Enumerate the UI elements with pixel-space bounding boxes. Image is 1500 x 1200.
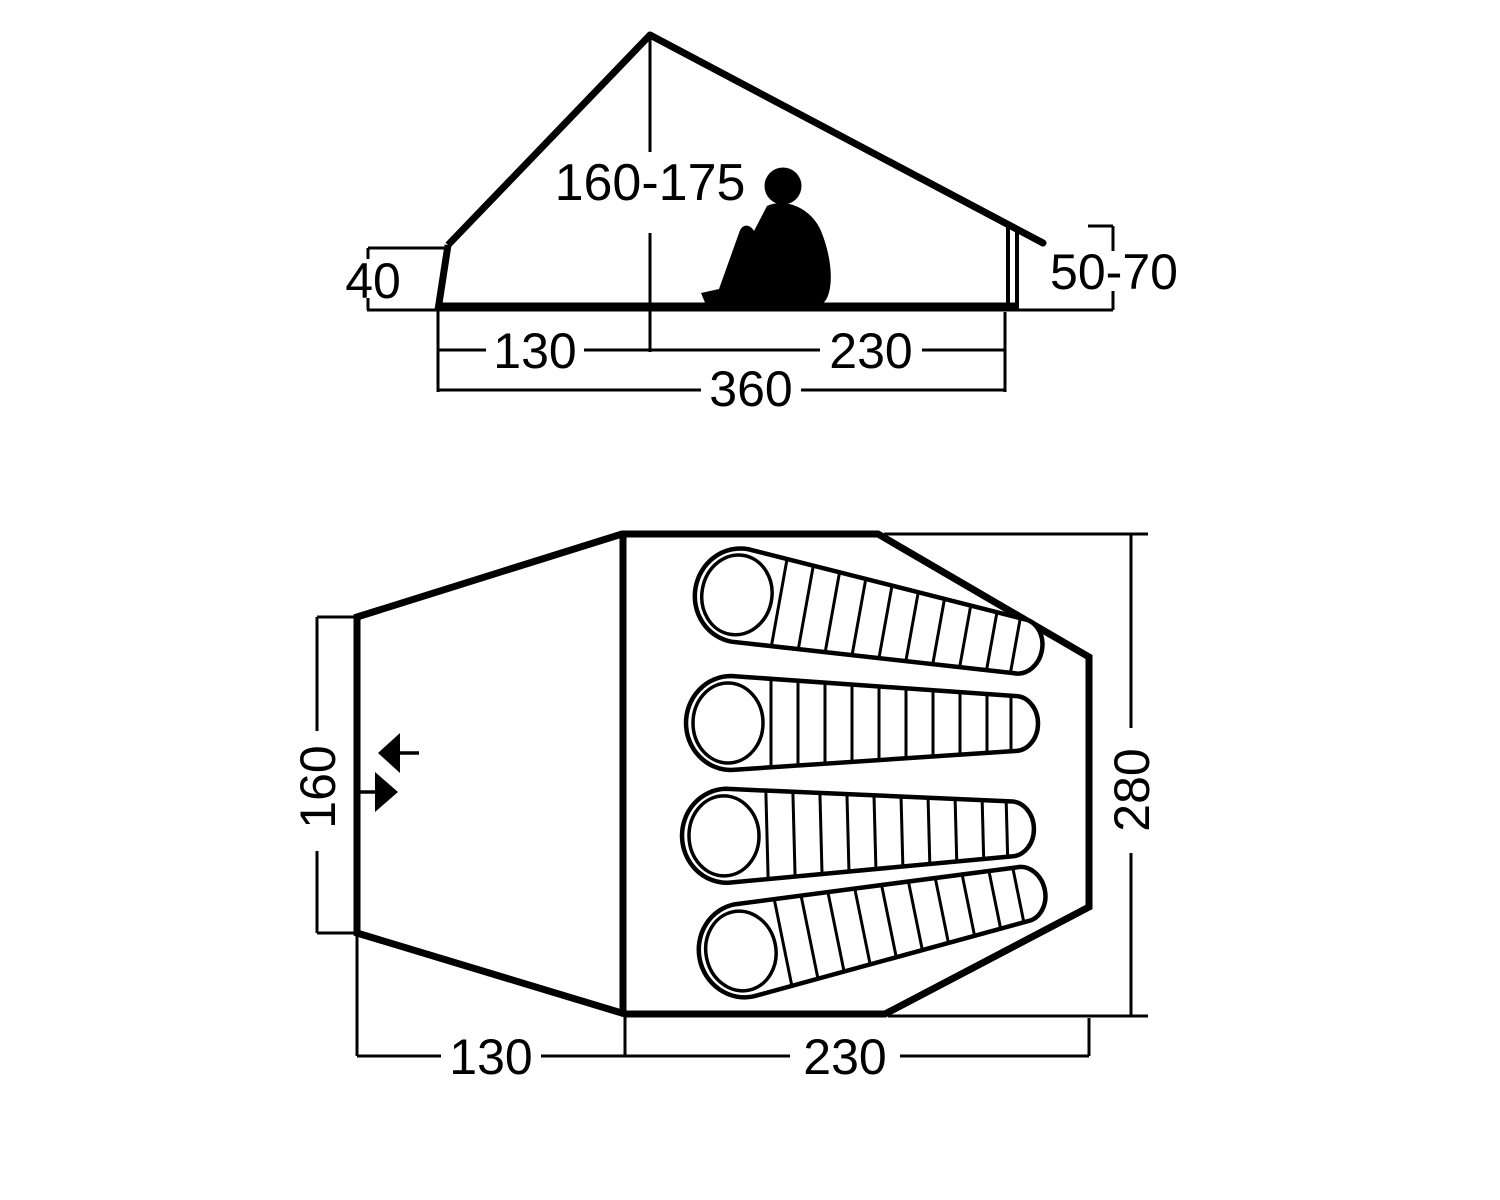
- plan-porch-length-label: 130: [449, 1029, 532, 1085]
- person-body: [701, 202, 831, 309]
- rear-width-label: 160: [290, 745, 346, 828]
- side-sleeping-length-label: 230: [829, 323, 912, 379]
- roof-left-edge: [445, 32, 653, 248]
- plan-sleeping-length-label: 230: [803, 1029, 886, 1085]
- side-view-diagram: 160-175 40 50-70 130 230 360: [345, 31, 1178, 417]
- front-wall-height-label: 50-70: [1050, 244, 1178, 300]
- person-silhouette-icon: [701, 167, 831, 309]
- rear-wall-edge: [434, 244, 452, 311]
- entrance-arrows: [358, 733, 419, 812]
- rear-wall-height-label: 40: [345, 253, 401, 309]
- max-width-label: 280: [1104, 748, 1160, 831]
- total-length-label: 360: [709, 361, 792, 417]
- roof-right-edge: [646, 31, 1047, 247]
- peak-height-label: 160-175: [555, 154, 746, 212]
- tent-profile: [434, 31, 1047, 311]
- door-arrow-right-icon: [375, 772, 398, 812]
- side-porch-length-label: 130: [493, 323, 576, 379]
- side-view-dimension-lines: [366, 35, 1115, 392]
- door-arrow-left-icon: [378, 733, 400, 773]
- floor-plan-diagram: 160 280 130 230: [290, 530, 1160, 1085]
- floor-plan-dimension-lines: [315, 532, 1148, 1058]
- person-head: [764, 167, 802, 205]
